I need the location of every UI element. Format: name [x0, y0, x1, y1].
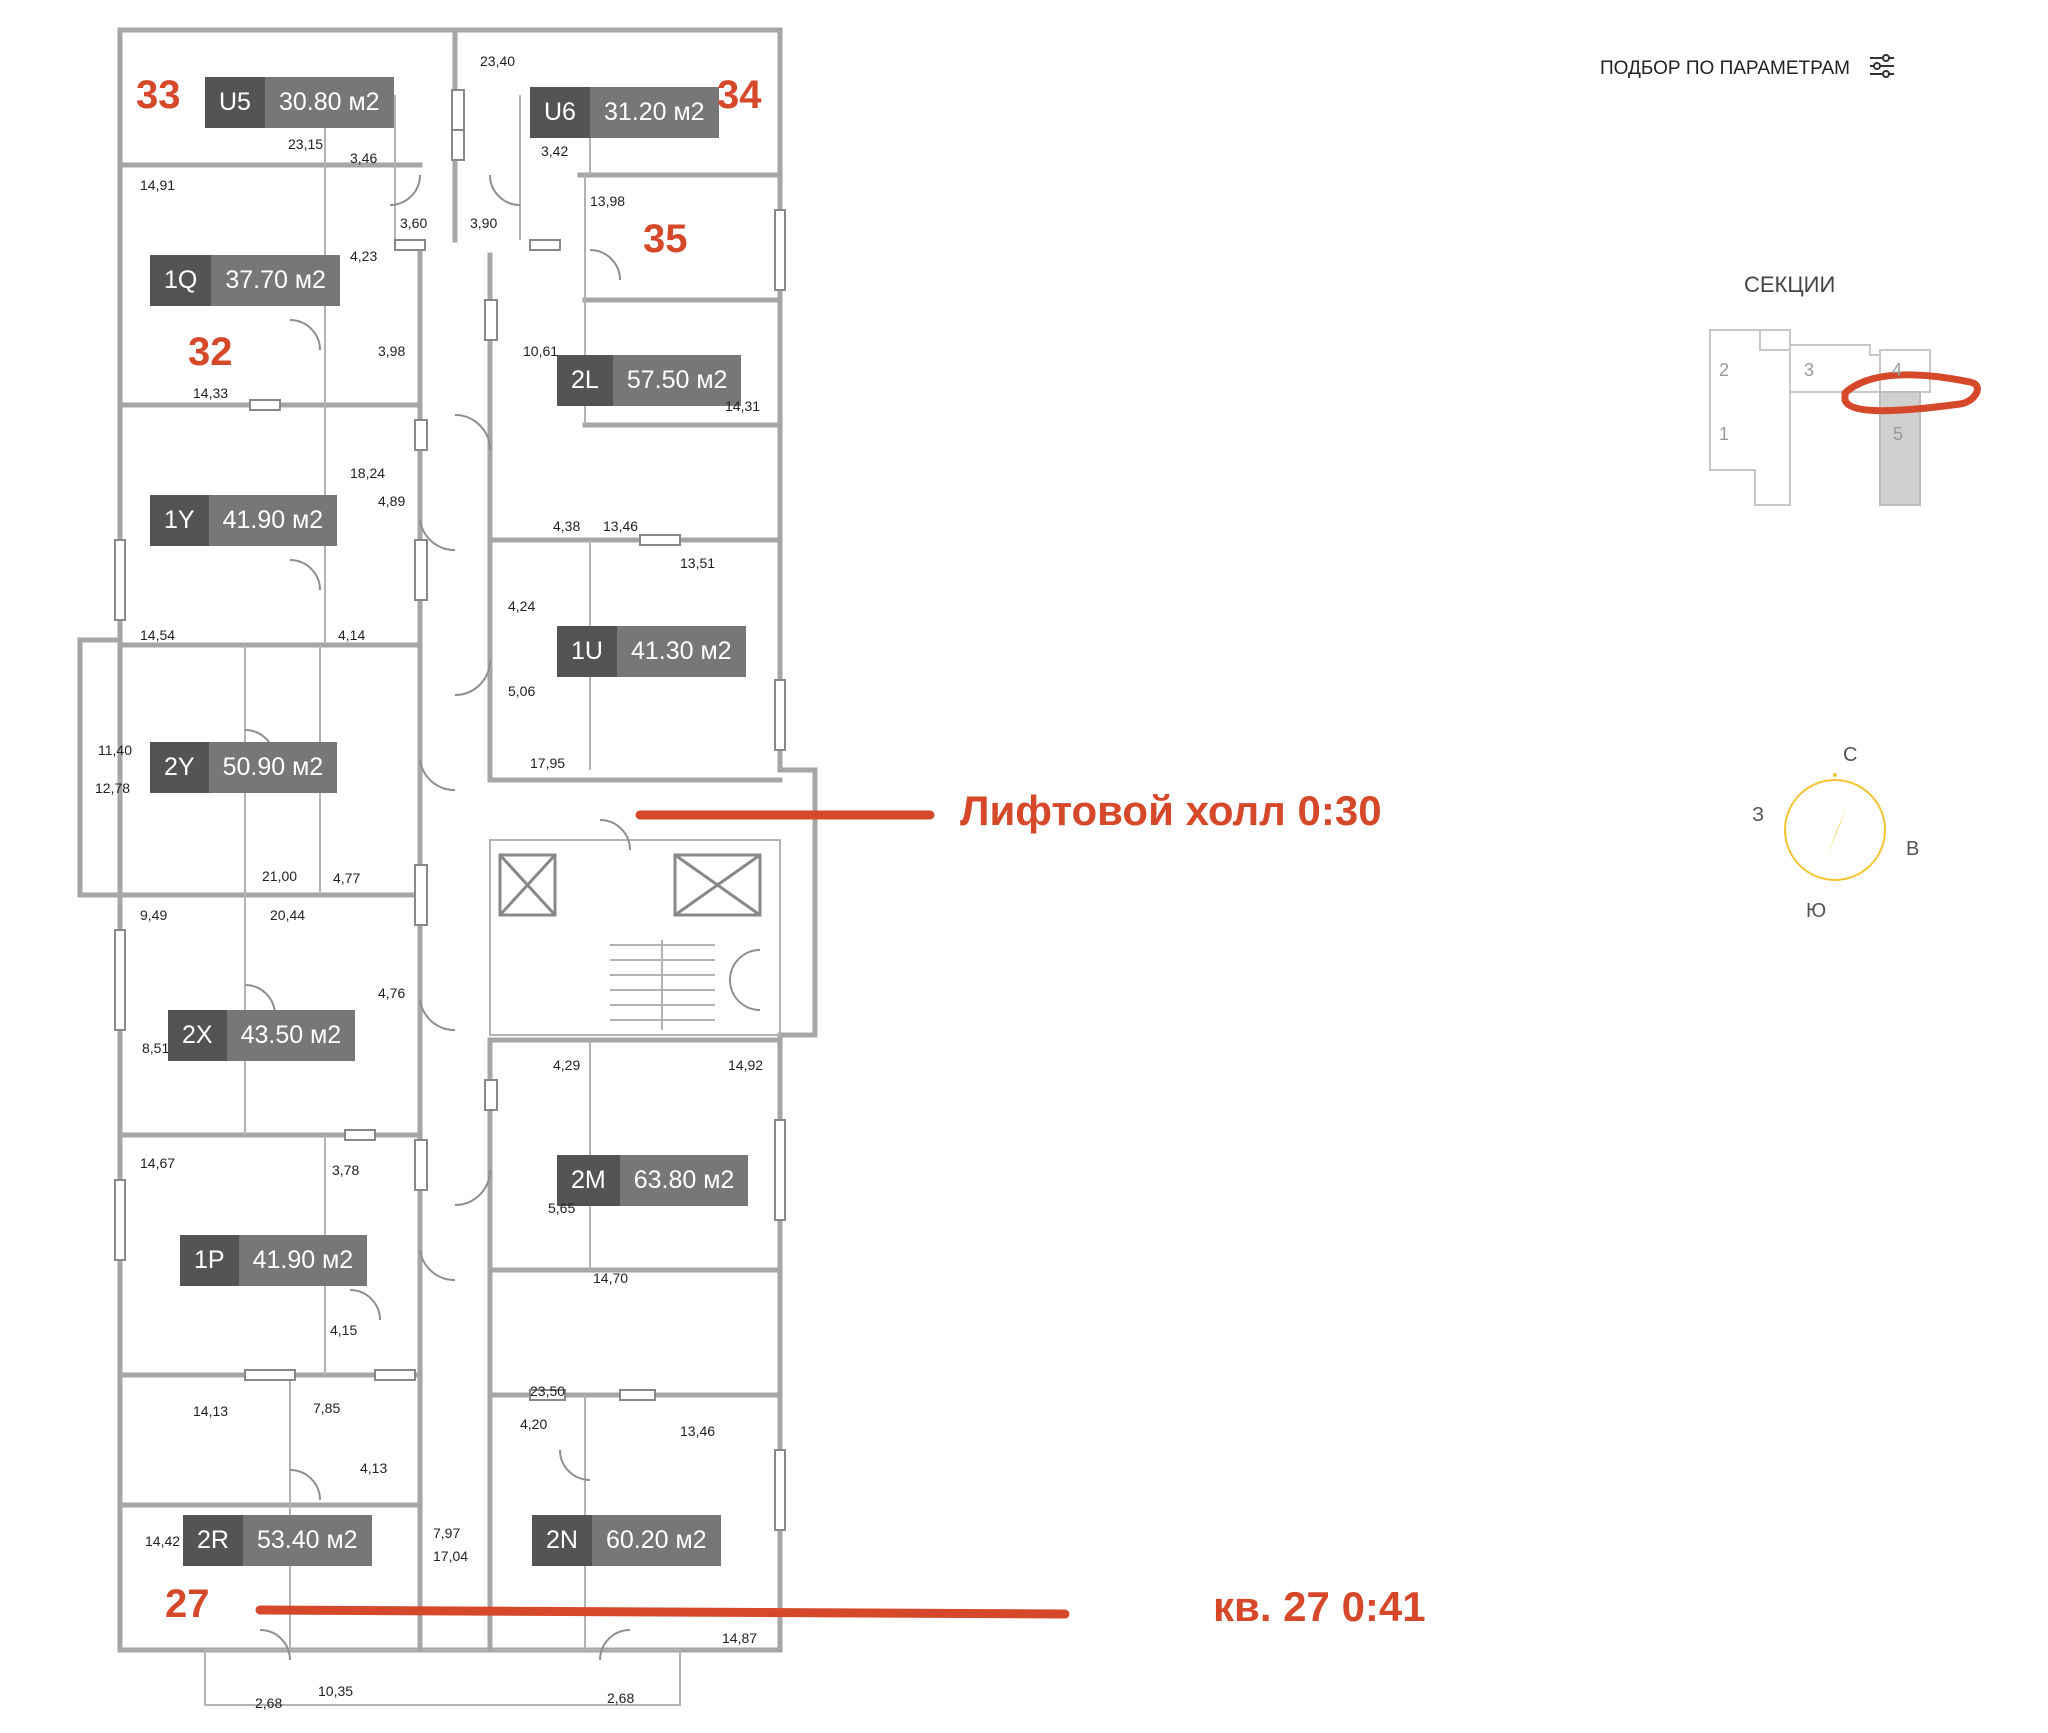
room-dimension: 17,04	[433, 1548, 469, 1564]
room-dimension: 14,31	[725, 398, 761, 414]
apartment-number-33: 33	[136, 73, 181, 117]
compass-east: В	[1906, 838, 1920, 860]
corridor-walls	[417, 27, 783, 1653]
apartment-number-34: 34	[717, 73, 762, 117]
room-dimension: 18,24	[350, 465, 386, 481]
outer-walls	[77, 27, 818, 1706]
room-dimension: 3,90	[470, 215, 498, 231]
lift-hall-annotation: Лифтовой холл 0:30	[960, 787, 1382, 834]
room-dimension: 4,14	[338, 627, 366, 643]
room-dimension: 4,77	[333, 870, 361, 886]
room-dimension: 23,40	[480, 53, 516, 69]
room-dimension: 3,46	[350, 150, 378, 166]
filter-by-parameters-button[interactable]: ПОДБОР ПО ПАРАМЕТРАМ	[1600, 52, 1896, 86]
room-dimension: 3,60	[400, 215, 428, 231]
room-dimension: 23,15	[288, 136, 324, 152]
room-dimension: 14,33	[193, 385, 229, 401]
room-dimension: 21,00	[262, 868, 298, 884]
section-5[interactable]: 5	[1893, 424, 1904, 444]
room-dimension: 13,46	[680, 1423, 716, 1439]
room-dimension: 13,46	[603, 518, 639, 534]
room-dimension: 8,51	[142, 1040, 170, 1056]
room-dimension: 4,38	[553, 518, 581, 534]
room-dimension: 3,78	[332, 1162, 360, 1178]
sections-title: СЕКЦИИ	[1744, 272, 1836, 297]
room-dimension: 13,51	[680, 555, 716, 571]
room-dimension: 23,50	[530, 1383, 566, 1399]
room-dimension: 5,65	[548, 1200, 576, 1216]
apartment-number-32: 32	[188, 330, 233, 374]
left-partitions	[77, 95, 423, 1650]
apartment-number-35: 35	[643, 217, 688, 261]
sliders-icon	[1868, 52, 1896, 86]
room-dimension: 14,92	[728, 1057, 764, 1073]
room-dimension: 11,40	[98, 742, 132, 758]
compass-south: Ю	[1806, 900, 1827, 922]
section-3[interactable]: 3	[1804, 360, 1815, 380]
room-dimension: 17,95	[530, 755, 566, 771]
room-dimension: 14,70	[593, 1270, 629, 1286]
compass-west: З	[1752, 804, 1765, 826]
room-dimension: 20,44	[270, 907, 306, 923]
room-dimension: 9,49	[140, 907, 168, 923]
room-dimension: 12,78	[95, 780, 131, 796]
room-dimension: 14,54	[140, 627, 176, 643]
room-dimension: 4,89	[378, 493, 406, 509]
room-dimension: 14,42	[145, 1533, 181, 1549]
room-dimension: 10,35	[318, 1683, 354, 1699]
room-dimension: 7,97	[433, 1525, 461, 1541]
room-dimension: 4,76	[378, 985, 406, 1001]
sections-minimap	[1709, 329, 1981, 506]
room-dimension: 4,29	[553, 1057, 581, 1073]
annotation-lines	[255, 810, 1070, 1619]
room-dimension: 14,91	[140, 177, 176, 193]
room-dimension: 4,23	[350, 248, 378, 264]
room-dimension: 4,13	[360, 1460, 388, 1476]
room-dimension: 4,20	[520, 1416, 548, 1432]
apartment-number-27: 27	[165, 1582, 210, 1626]
room-dimension: 3,42	[541, 143, 569, 159]
room-dimension: 4,24	[508, 598, 536, 614]
compass-north: С	[1843, 744, 1858, 766]
room-dimension: 14,87	[722, 1630, 758, 1646]
room-dimension: 3,98	[378, 343, 406, 359]
room-dimension: 4,15	[330, 1322, 358, 1338]
room-dimension: 13,98	[590, 193, 626, 209]
windows	[114, 89, 786, 1531]
apt27-annotation: кв. 27 0:41	[1213, 1583, 1426, 1630]
section-2[interactable]: 2	[1719, 360, 1730, 380]
compass	[1784, 773, 1886, 881]
filter-label: ПОДБОР ПО ПАРАМЕТРАМ	[1600, 58, 1850, 79]
room-dimension: 7,85	[313, 1400, 341, 1416]
section-1[interactable]: 1	[1719, 424, 1730, 444]
room-dimension: 14,13	[193, 1403, 229, 1419]
room-dimension: 14,67	[140, 1155, 176, 1171]
lift-hall	[489, 839, 781, 1036]
doors	[244, 174, 761, 1661]
room-dimension: 5,06	[508, 683, 536, 699]
section-4[interactable]: 4	[1892, 360, 1903, 380]
room-dimension: 2,68	[607, 1690, 635, 1706]
room-dimension: 10,61	[523, 343, 559, 359]
room-dimension: 2,68	[255, 1695, 283, 1711]
